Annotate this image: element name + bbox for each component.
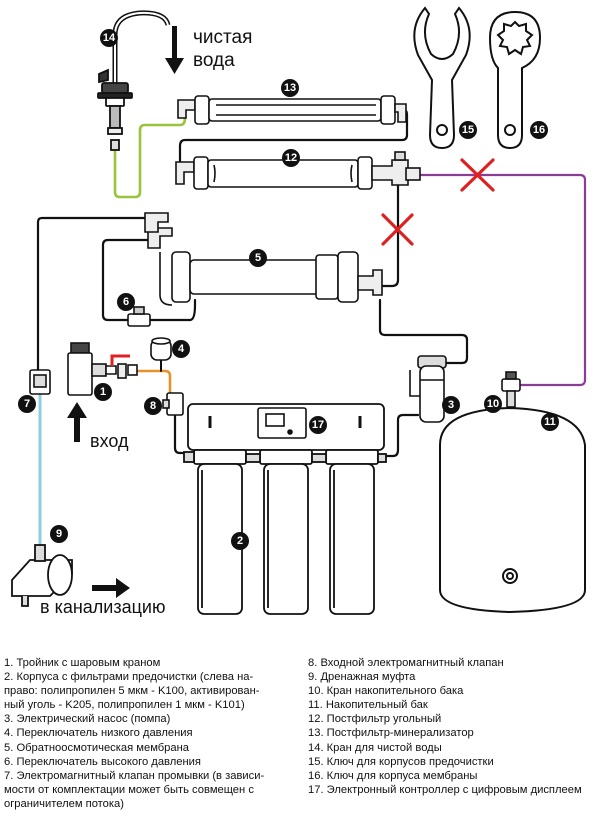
legend-item-17: 17. Электронный контроллер с цифровым ди… — [308, 783, 582, 796]
badge-3: 3 — [442, 396, 460, 414]
electric-pump — [409, 355, 447, 423]
svg-text:9: 9 — [56, 528, 62, 540]
legend-item-2-cont-2: ный уголь - K205, полипропилен 1 мкм - K… — [4, 699, 245, 712]
legend-item-16: 16. Ключ для корпуса мембраны — [308, 769, 478, 782]
svg-text:16: 16 — [533, 124, 545, 136]
tube-switch-membrane — [148, 298, 197, 322]
ro-membrane — [144, 212, 383, 306]
legend-item-3: 3. Электрический насос (помпа) — [4, 713, 171, 726]
legend-item-11: 11. Накопительный бак — [308, 699, 428, 712]
svg-text:2: 2 — [237, 535, 243, 547]
legend-item-9: 9. Дренажная муфта — [308, 671, 416, 684]
svg-text:17: 17 — [312, 419, 324, 431]
clean-water-label-line2: вода — [193, 50, 235, 71]
legend-item-7-cont-1: мости от комплектации может быть совмеще… — [4, 783, 254, 796]
tank-valve — [501, 371, 521, 408]
clean-water-faucet — [97, 10, 171, 151]
badge-1: 1 — [94, 383, 112, 401]
legend-item-5: 5. Обратноосмотическая мембрана — [4, 741, 190, 754]
badge-17: 17 — [309, 416, 327, 434]
legend-item-15: 15. Ключ для корпусов предочистки — [308, 755, 494, 768]
svg-text:15: 15 — [462, 124, 474, 136]
svg-text:13: 13 — [284, 82, 296, 94]
clean-water-tube — [113, 100, 187, 199]
badge-9: 9 — [50, 525, 68, 543]
badge-2: 2 — [231, 532, 249, 550]
postfilter-mineralizer — [177, 95, 407, 125]
inlet-tube — [135, 369, 172, 395]
legend-item-12: 12. Постфильтр угольный — [308, 713, 442, 726]
tube-12-membrane — [376, 181, 400, 288]
svg-text:5: 5 — [255, 252, 261, 264]
svg-text:8: 8 — [150, 400, 156, 412]
legend-item-14: 14. Кран для чистой воды — [308, 741, 442, 754]
tube-membrane-drain — [36, 216, 157, 372]
tank-tube — [418, 173, 587, 387]
flush-solenoid-valve — [29, 369, 51, 395]
legend-item-7: 7. Электромагнитный клапан промывки (в з… — [4, 769, 265, 782]
svg-text:4: 4 — [178, 343, 185, 355]
digital-controller — [257, 407, 307, 439]
svg-text:3: 3 — [448, 399, 454, 411]
badge-10: 10 — [484, 395, 502, 413]
legend-item-13: 13. Постфильтр-минерализатор — [308, 727, 474, 740]
badge-12: 12 — [282, 149, 300, 167]
tube-membrane-pump — [378, 298, 469, 365]
prefilter-housings — [183, 449, 387, 615]
blocked-connection-tank-icon — [460, 158, 495, 192]
badge-7: 7 — [18, 395, 36, 413]
tube-membrane-switch — [101, 238, 150, 322]
legend-left: 1. Тройник с шаровым краном 2. Корпуса с… — [4, 656, 300, 811]
svg-text:1: 1 — [100, 386, 106, 398]
svg-text:11: 11 — [544, 416, 556, 428]
badge-11: 11 — [541, 413, 559, 431]
badge-4: 4 — [172, 340, 190, 358]
clean-water-arrow-icon — [165, 26, 184, 74]
badge-16: 16 — [530, 121, 548, 139]
tube-valve8-housing — [173, 413, 190, 455]
low-pressure-switch — [150, 337, 172, 361]
drain-arrow-icon — [92, 578, 130, 598]
storage-tank — [439, 406, 586, 614]
tube-housing-pump — [381, 413, 420, 458]
high-pressure-switch — [127, 306, 151, 327]
legend-item-1: 1. Тройник с шаровым краном — [4, 657, 161, 669]
legend-item-8: 8. Входной электромагнитный клапан — [308, 657, 504, 669]
legend-item-2-cont-1: право: полипропилен 5 мкм - K100, активи… — [4, 685, 260, 698]
legend-item-2: 2. Корпуса с фильтрами предочистки (слев… — [4, 671, 254, 684]
drain-saddle — [11, 544, 73, 607]
blocked-connection-membrane-icon — [381, 213, 414, 246]
inlet-label: вход — [90, 431, 129, 451]
legend-right: 8. Входной электромагнитный клапан 9. Др… — [308, 656, 600, 797]
clean-water-label-line1: чистая — [193, 27, 252, 48]
inlet-solenoid-valve — [162, 392, 184, 416]
inlet-arrow-icon — [67, 402, 87, 442]
legend-item-10: 10. Кран накопительного бака — [308, 685, 464, 698]
badge-8: 8 — [144, 397, 162, 415]
membrane-housing-wrench — [488, 10, 542, 150]
badge-5: 5 — [249, 249, 267, 267]
legend-item-6: 6. Переключатель высокого давления — [4, 755, 201, 768]
drain-label: в канализацию — [40, 597, 165, 617]
svg-text:7: 7 — [24, 398, 30, 410]
tee-ball-valve — [67, 342, 138, 396]
postfilter-carbon — [175, 151, 421, 190]
svg-text:6: 6 — [123, 296, 129, 308]
badge-6: 6 — [117, 293, 135, 311]
ro-system-diagram: чистая вода — [11, 6, 587, 617]
badge-13: 13 — [281, 79, 299, 97]
prefilter-housing-wrench — [413, 6, 471, 150]
badge-14: 14 — [100, 29, 118, 47]
svg-text:12: 12 — [285, 152, 297, 164]
svg-text:14: 14 — [103, 32, 116, 44]
svg-text:10: 10 — [487, 398, 499, 410]
legend-item-4: 4. Переключатель низкого давления — [4, 727, 193, 740]
legend-item-7-cont-2: ограничителем потока) — [4, 797, 124, 810]
badge-15: 15 — [459, 121, 477, 139]
